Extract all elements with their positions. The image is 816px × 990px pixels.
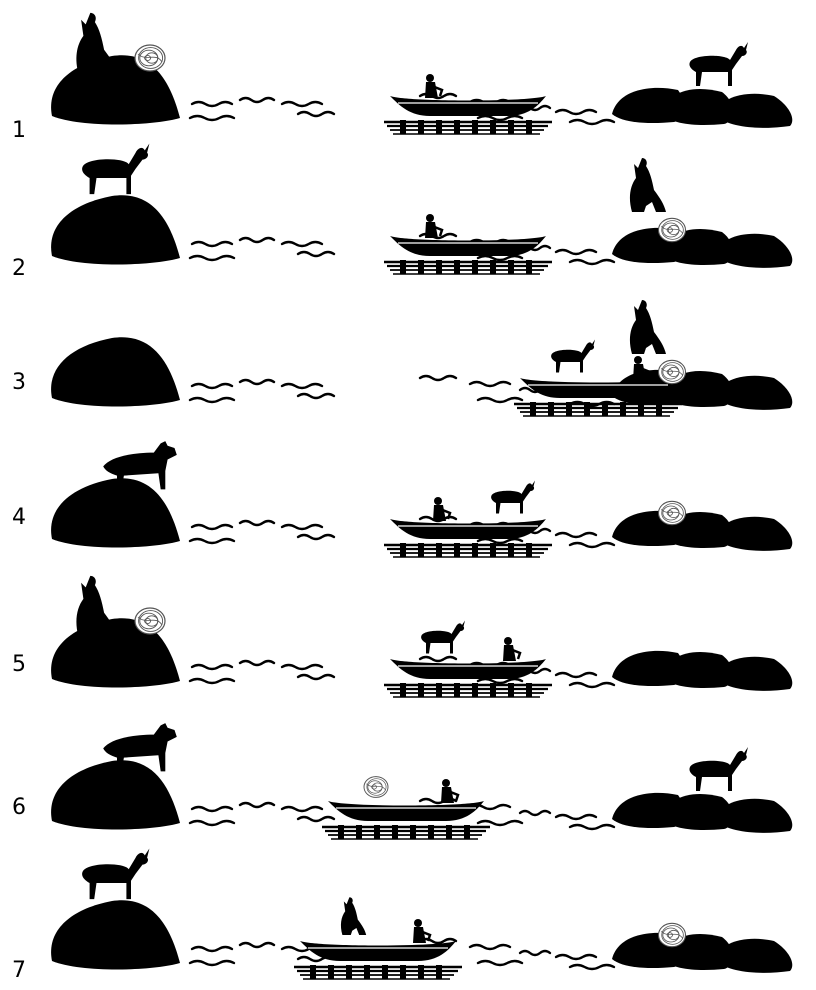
wolf-howling-figure xyxy=(630,300,666,354)
cabbage-figure xyxy=(135,608,165,634)
cabbage-figure xyxy=(659,218,686,241)
cabbage-figure xyxy=(364,777,388,798)
scene-row: 5 xyxy=(0,563,816,705)
scene-illustration xyxy=(0,705,816,847)
scene-illustration xyxy=(0,563,816,705)
canoe xyxy=(384,659,552,697)
farmer-figure xyxy=(441,779,458,803)
right-rocks xyxy=(612,88,792,128)
canoe-reflection xyxy=(322,825,490,839)
canoe xyxy=(384,519,552,557)
wolf-howling-figure xyxy=(630,158,666,212)
right-rocks xyxy=(612,651,792,691)
canoe-reflection xyxy=(384,683,552,697)
left-rock xyxy=(51,900,180,969)
goat-figure xyxy=(689,42,748,86)
scene-row: 2 xyxy=(0,140,816,282)
scene-illustration xyxy=(0,282,816,424)
wolf-howling-figure xyxy=(341,897,366,935)
goat-figure xyxy=(491,481,535,514)
right-rocks xyxy=(612,933,792,973)
scene-row: 7 xyxy=(0,845,816,987)
canoe-reflection xyxy=(384,120,552,134)
scene-row: 4 xyxy=(0,423,816,565)
wolf-howling-figure xyxy=(76,576,117,638)
cabbage-figure xyxy=(659,501,686,524)
canoe xyxy=(384,96,552,134)
farmer-figure xyxy=(433,497,450,521)
goat-figure xyxy=(82,144,149,195)
goat-figure xyxy=(689,747,748,791)
canoe-reflection xyxy=(294,965,462,979)
farmer-figure xyxy=(425,74,442,98)
goat-figure xyxy=(421,621,465,654)
wolf-howling-figure xyxy=(76,13,117,75)
cabbage-figure xyxy=(135,45,165,71)
right-rocks xyxy=(612,228,792,268)
scene-illustration xyxy=(0,423,816,565)
scene-row: 3 xyxy=(0,282,816,424)
canoe-reflection xyxy=(384,543,552,557)
farmer-figure xyxy=(413,919,430,943)
scene-illustration xyxy=(0,0,816,142)
scene-row: 6 xyxy=(0,705,816,847)
scene-illustration xyxy=(0,140,816,282)
canoe xyxy=(322,801,490,839)
farmer-figure xyxy=(503,637,520,661)
farmer-figure xyxy=(425,214,442,238)
farmer-figure xyxy=(633,356,650,380)
right-rocks xyxy=(612,793,792,833)
canoe xyxy=(384,236,552,274)
goat-figure xyxy=(82,849,149,900)
scene-row: 1 xyxy=(0,0,816,142)
canoe-reflection xyxy=(514,402,682,416)
right-rocks xyxy=(612,511,792,551)
goat-figure xyxy=(551,340,595,373)
left-rock xyxy=(51,195,180,264)
left-rock xyxy=(51,337,180,406)
cabbage-figure xyxy=(659,923,686,946)
cabbage-figure xyxy=(659,360,686,383)
canoe-reflection xyxy=(384,260,552,274)
scene-illustration xyxy=(0,845,816,987)
